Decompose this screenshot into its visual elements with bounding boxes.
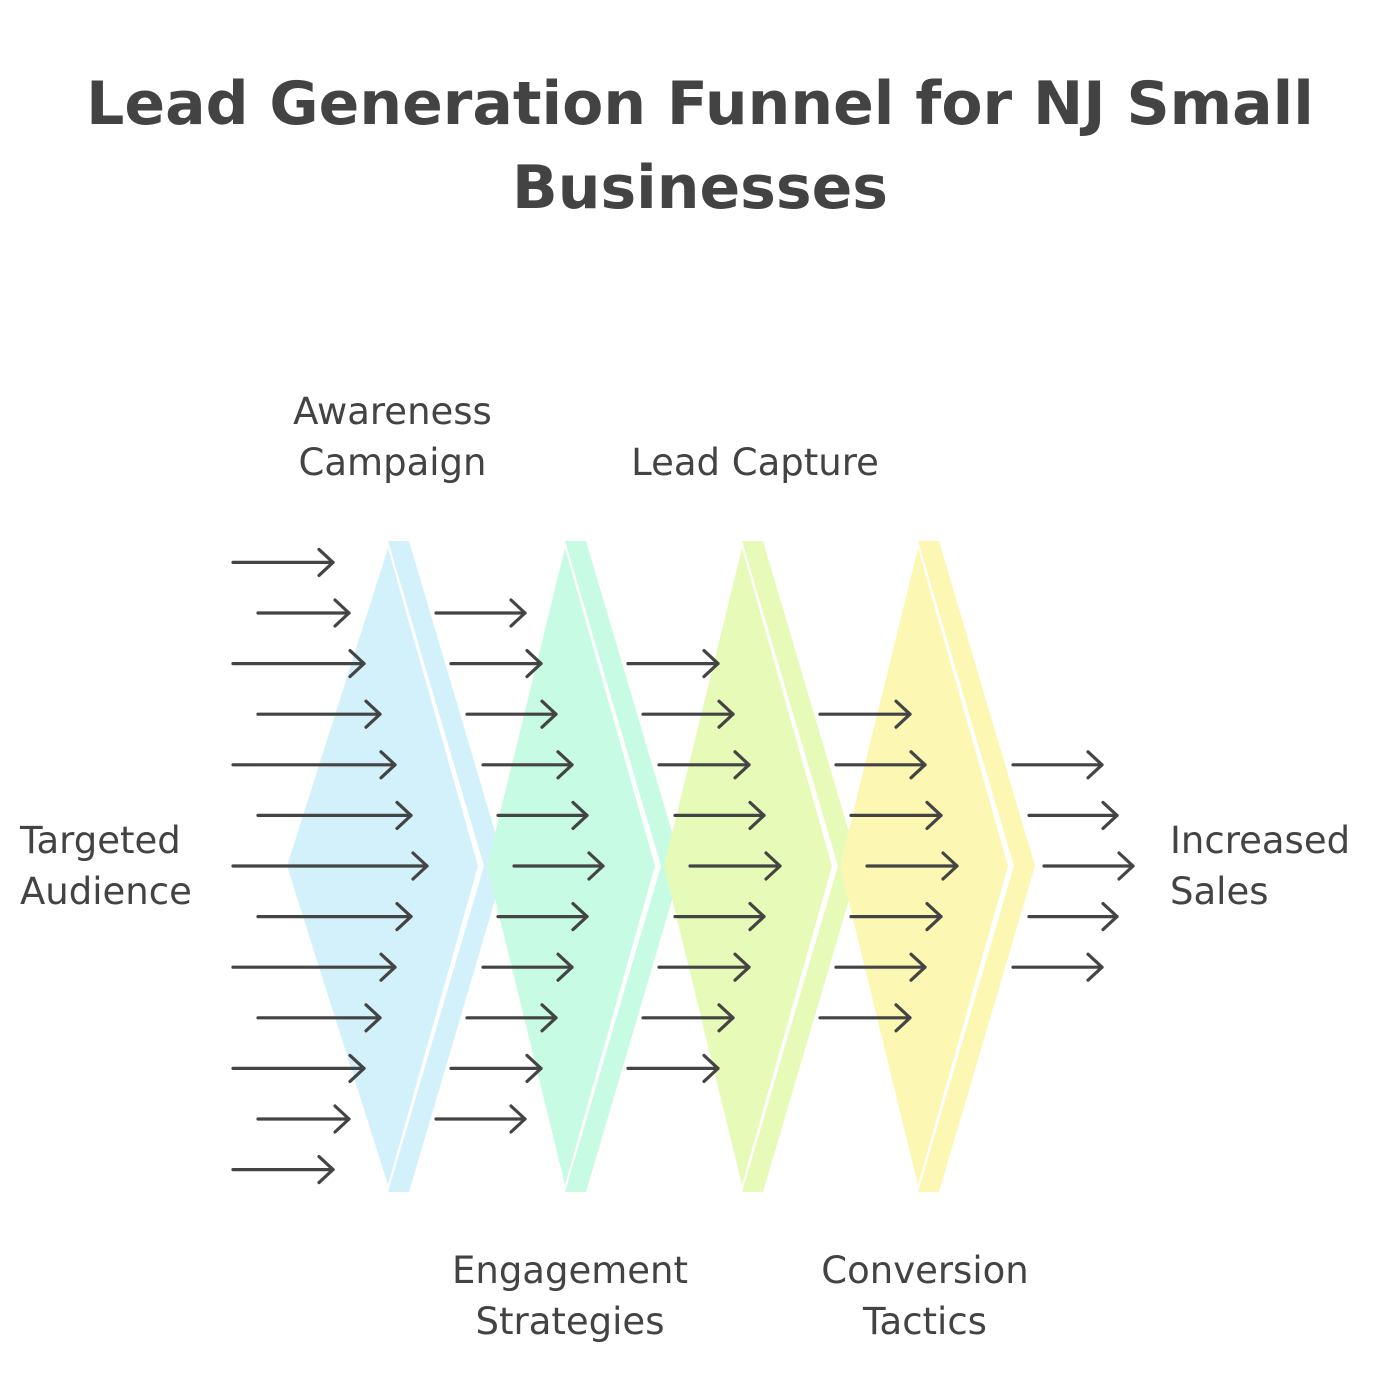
stage-label-line-1: Lead Capture: [631, 441, 879, 484]
stage-label-engagement-strategies: Engagement Strategies: [425, 1245, 715, 1347]
flow-arrow: [231, 851, 429, 881]
flow-arrow: [1027, 800, 1119, 831]
flow-arrow: [256, 699, 382, 729]
flow-arrow: [434, 598, 527, 628]
flow-arrow: [231, 648, 366, 679]
flow-arrow: [1011, 750, 1104, 780]
flow-arrow: [865, 851, 959, 881]
output-label-increased-sales: Increased Sales: [1170, 815, 1350, 917]
flow-arrow: [834, 750, 927, 780]
diagram-title: Lead Generation Funnel for NJ Small Busi…: [0, 62, 1400, 230]
flow-arrow: [449, 648, 543, 679]
flow-arrow: [465, 699, 558, 729]
flow-arrow: [231, 1053, 366, 1084]
title-line-2: Businesses: [512, 153, 888, 223]
flow-arrow: [231, 750, 397, 780]
flow-arrow: [626, 648, 720, 679]
input-label-line-1: Targeted: [20, 819, 181, 862]
stage-label-line-1: Awareness: [293, 390, 492, 433]
output-label-line-1: Increased: [1170, 819, 1351, 862]
stage-label-line-2: Campaign: [298, 441, 487, 484]
flow-arrow: [256, 598, 351, 628]
flow-arrow: [849, 800, 943, 831]
flow-arrow: [641, 699, 735, 729]
flow-arrow: [496, 901, 589, 932]
stage-label-awareness-campaign: Awareness Campaign: [265, 386, 520, 488]
flow-arrow: [626, 1053, 720, 1084]
flow-arrow: [657, 750, 751, 780]
output-label-line-2: Sales: [1170, 870, 1269, 913]
flow-arrow: [834, 952, 927, 982]
flow-arrow: [449, 1053, 543, 1084]
flow-arrow: [256, 901, 413, 932]
stage-label-line-1: Conversion: [821, 1249, 1029, 1292]
flow-arrow: [849, 901, 943, 932]
stage-label-conversion-tactics: Conversion Tactics: [790, 1245, 1060, 1347]
flow-arrow: [481, 952, 574, 982]
flow-arrow: [512, 851, 605, 881]
stage-label-lead-capture: Lead Capture: [600, 437, 910, 488]
flow-arrow: [465, 1003, 558, 1033]
flow-arrow: [818, 1003, 912, 1033]
flow-arrow: [1042, 851, 1135, 881]
flow-arrow: [434, 1104, 527, 1134]
flow-arrow: [231, 952, 397, 982]
flow-arrow: [657, 952, 751, 982]
stage-label-line-2: Strategies: [475, 1300, 665, 1343]
flow-arrow: [818, 699, 912, 729]
stage-label-line-2: Tactics: [863, 1300, 987, 1343]
flow-arrow: [1011, 952, 1104, 982]
flow-arrow: [673, 901, 766, 932]
flow-arrow: [673, 800, 766, 831]
input-label-targeted-audience: Targeted Audience: [20, 815, 192, 917]
input-label-line-2: Audience: [20, 870, 192, 913]
flow-arrow: [1027, 901, 1119, 932]
flow-arrow: [256, 1003, 382, 1033]
flow-arrow: [256, 800, 413, 831]
flow-arrow: [231, 1154, 335, 1185]
flow-arrow: [231, 547, 335, 578]
stage-label-line-1: Engagement: [451, 1249, 688, 1292]
flow-arrow: [641, 1003, 735, 1033]
flow-arrow: [481, 750, 574, 780]
flow-arrow: [496, 800, 589, 831]
title-line-1: Lead Generation Funnel for NJ Small: [86, 69, 1314, 139]
flow-arrow: [256, 1104, 351, 1134]
flow-arrow: [688, 851, 782, 881]
